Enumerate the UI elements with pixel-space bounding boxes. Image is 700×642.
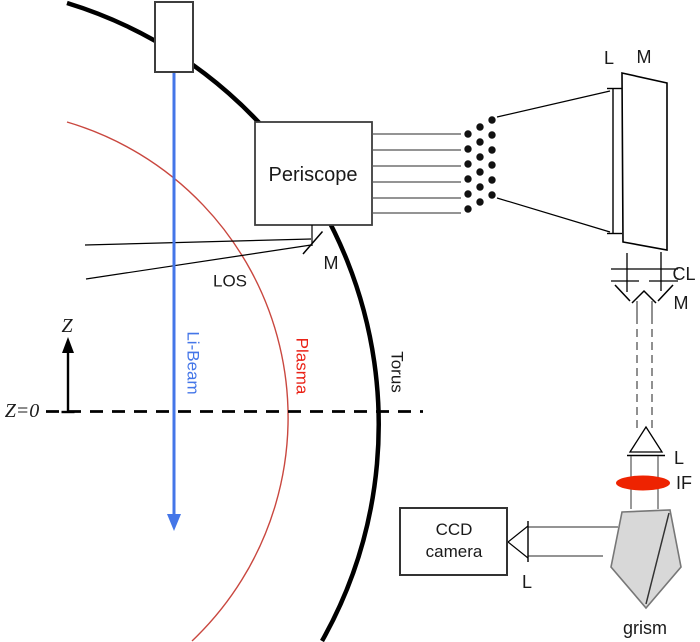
periscope-mirror <box>302 225 324 255</box>
fiber-bundle-dots <box>464 116 496 213</box>
torus-wall-arc <box>66 0 381 642</box>
fiber-fan-lines <box>496 90 611 233</box>
collimator-lens-label: CL <box>672 264 696 284</box>
lens-mid-label: L <box>673 448 685 468</box>
ccd-camera-label: CCD camera <box>426 519 483 563</box>
li-beam-label: Li-Beam <box>183 331 203 395</box>
torus-label: Torus <box>387 351 407 393</box>
periscope-label: Periscope <box>268 164 358 186</box>
fold-mirror-label: M <box>673 293 689 313</box>
z-axis-arrow <box>61 337 75 414</box>
ccd-lens-label: L <box>521 572 533 592</box>
mirror-top-label: M <box>636 47 652 67</box>
z-zero-label: Z=0 <box>4 400 40 422</box>
grism-shape <box>610 509 682 610</box>
ccd-camera-label-line2: camera <box>425 542 483 561</box>
plasma-label: Plasma <box>292 337 312 395</box>
focus-cone-triangle <box>628 425 664 453</box>
fiber-lines <box>372 133 461 214</box>
z-axis-label: Z <box>61 315 73 337</box>
periscope-mirror-label: M <box>323 253 339 273</box>
camera-rays <box>528 526 618 557</box>
mirror-top-shape <box>621 72 668 251</box>
fold-mirrors <box>614 284 674 304</box>
lens-top <box>607 87 622 235</box>
interference-filter-ellipse <box>616 475 670 491</box>
ccd-lens <box>507 521 529 562</box>
collimator-lens-assembly <box>611 252 678 292</box>
ccd-camera-label-line1: CCD <box>435 520 473 539</box>
line-of-sight-lines <box>84 238 312 280</box>
li-beam-arrow <box>167 72 181 531</box>
grism-label: grism <box>623 618 667 638</box>
plasma-boundary-arc <box>66 121 289 642</box>
relay-rays <box>636 301 653 432</box>
los-label: LOS <box>212 271 248 291</box>
ccd-camera-box <box>399 507 508 576</box>
beam-source-box <box>154 1 194 73</box>
interference-filter-label: IF <box>676 473 692 493</box>
lens-top-label: L <box>603 48 615 68</box>
periscope-box <box>254 121 373 226</box>
